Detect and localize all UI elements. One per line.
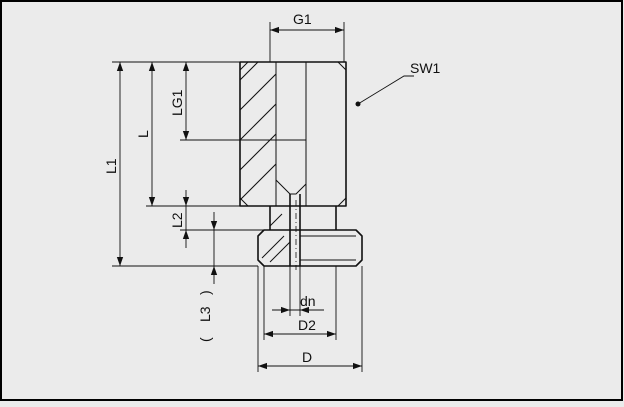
hex-chamfer-bottom-right: [337, 197, 347, 207]
section-hatching: [240, 62, 276, 206]
label-d2: D2: [298, 317, 316, 333]
fitting-body: [239, 61, 363, 267]
bore-taper: [275, 179, 307, 195]
hex-body-outline: [239, 61, 347, 207]
hex-chamfer-top-right: [337, 61, 347, 71]
label-g1: G1: [293, 11, 312, 27]
sw1-leader-line: [357, 75, 414, 105]
spigot-outline: [257, 229, 363, 267]
label-l: L: [135, 130, 151, 138]
label-d: D: [302, 349, 312, 365]
sw1-leader-dot: [355, 101, 361, 107]
label-l2: L2: [169, 212, 185, 228]
label-l3-close: ): [197, 290, 213, 295]
label-l3: L3: [197, 306, 213, 322]
hex-chamfer-top: [239, 61, 249, 71]
label-lg1: LG1: [169, 89, 185, 116]
label-sw1: SW1: [410, 60, 441, 76]
label-l3-open: (: [197, 337, 213, 342]
neck-hatching: [261, 213, 291, 263]
label-l1: L1: [103, 158, 119, 174]
label-dn: dn: [300, 293, 316, 309]
dimensions: [112, 22, 414, 372]
